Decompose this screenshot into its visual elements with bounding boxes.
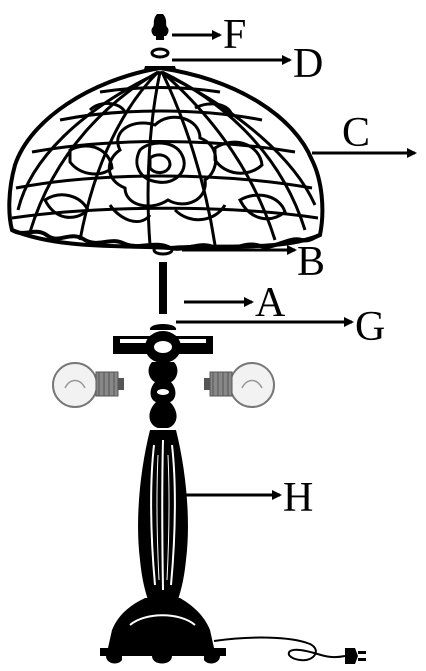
label-G: G: [355, 304, 385, 350]
label-C: C: [342, 110, 370, 156]
right-light-bulb: [204, 362, 275, 408]
label-H: H: [283, 475, 313, 521]
finial-part: [151, 14, 169, 40]
stained-glass-shade: [7, 65, 325, 252]
power-cord: [213, 636, 366, 664]
lamp-base: [100, 598, 226, 664]
label-A: A: [255, 280, 286, 326]
socket-cluster-part: [113, 324, 213, 363]
label-F: F: [223, 12, 246, 58]
lamp-stem-part: [138, 362, 188, 600]
label-D: D: [293, 41, 323, 87]
label-B: B: [297, 239, 325, 285]
leader-arrows: [172, 30, 417, 500]
left-light-bulb: [52, 362, 124, 408]
rod-part: [159, 262, 167, 314]
bottom-ring-part: [152, 244, 174, 256]
